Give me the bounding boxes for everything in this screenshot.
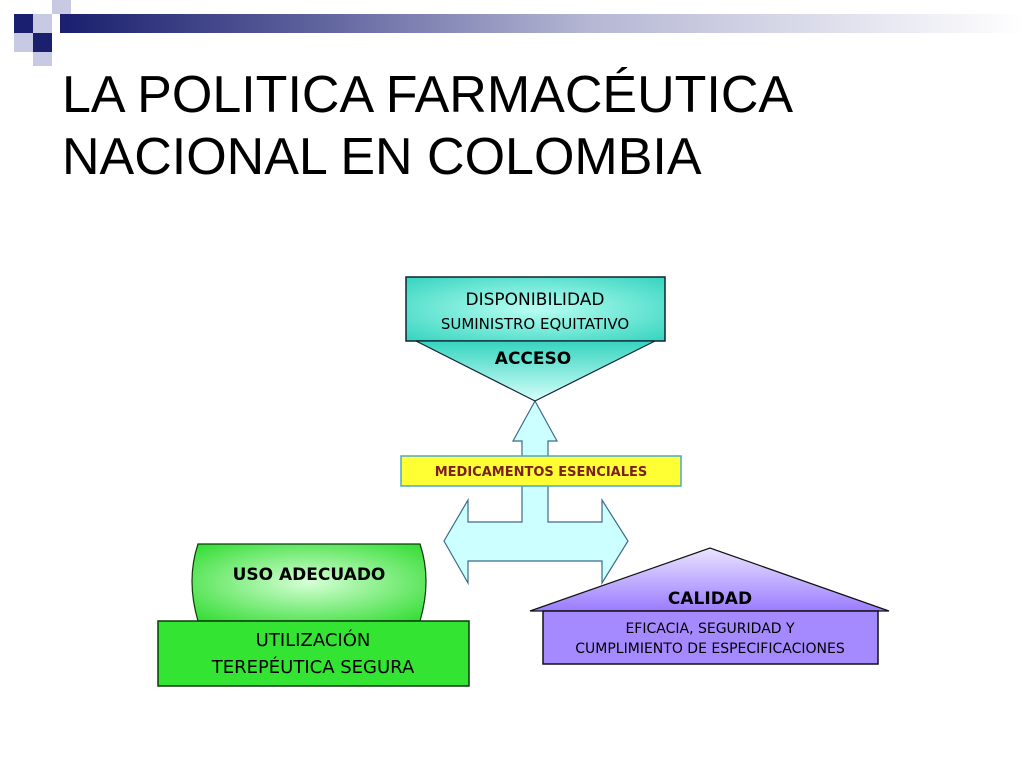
three-way-arrow xyxy=(443,399,629,586)
access-line-1: DISPONIBILIDAD xyxy=(466,290,605,310)
title-line-1: LA POLITICA FARMACÉUTICA xyxy=(62,66,794,124)
quality-label: CALIDAD xyxy=(668,589,752,609)
access-line-2: SUMINISTRO EQUITATIVO xyxy=(441,315,629,333)
quality-box xyxy=(542,610,879,665)
center-label: MEDICAMENTOS ESENCIALES xyxy=(435,465,648,480)
decor-square-lilac xyxy=(33,14,52,33)
decor-square-lilac xyxy=(52,0,71,14)
header-gradient-bar xyxy=(60,14,1024,33)
access-label: ACCESO xyxy=(495,349,571,369)
center-box xyxy=(400,455,682,487)
title-line-2: NACIONAL EN COLOMBIA xyxy=(62,128,702,186)
center-group: MEDICAMENTOS ESENCIALES xyxy=(400,455,682,487)
decor-square-lilac xyxy=(33,52,52,66)
use-group: USO ADECUADO UTILIZACIÓN TEREPÉUTICA SEG… xyxy=(157,543,470,687)
use-line-2: TEREPÉUTICA SEGURA xyxy=(211,656,415,678)
quality-line-2: CUMPLIMIENTO DE ESPECIFICACIONES xyxy=(575,641,845,657)
decor-square-navy xyxy=(14,14,33,33)
quality-line-1: EFICACIA, SEGURIDAD Y xyxy=(625,621,795,637)
use-line-1: UTILIZACIÓN xyxy=(256,629,371,651)
access-triangle xyxy=(415,340,656,402)
decor-square-lilac xyxy=(14,33,33,52)
quality-group: CALIDAD EFICACIA, SEGURIDAD Y CUMPLIMIEN… xyxy=(529,547,890,665)
slide-title: LA POLITICA FARMACÉUTICA NACIONAL EN COL… xyxy=(62,64,962,188)
use-label: USO ADECUADO xyxy=(233,565,386,585)
use-box xyxy=(157,620,470,687)
decor-square-navy xyxy=(33,33,52,52)
access-group: DISPONIBILIDAD SUMINISTRO EQUITATIVO ACC… xyxy=(405,276,666,402)
